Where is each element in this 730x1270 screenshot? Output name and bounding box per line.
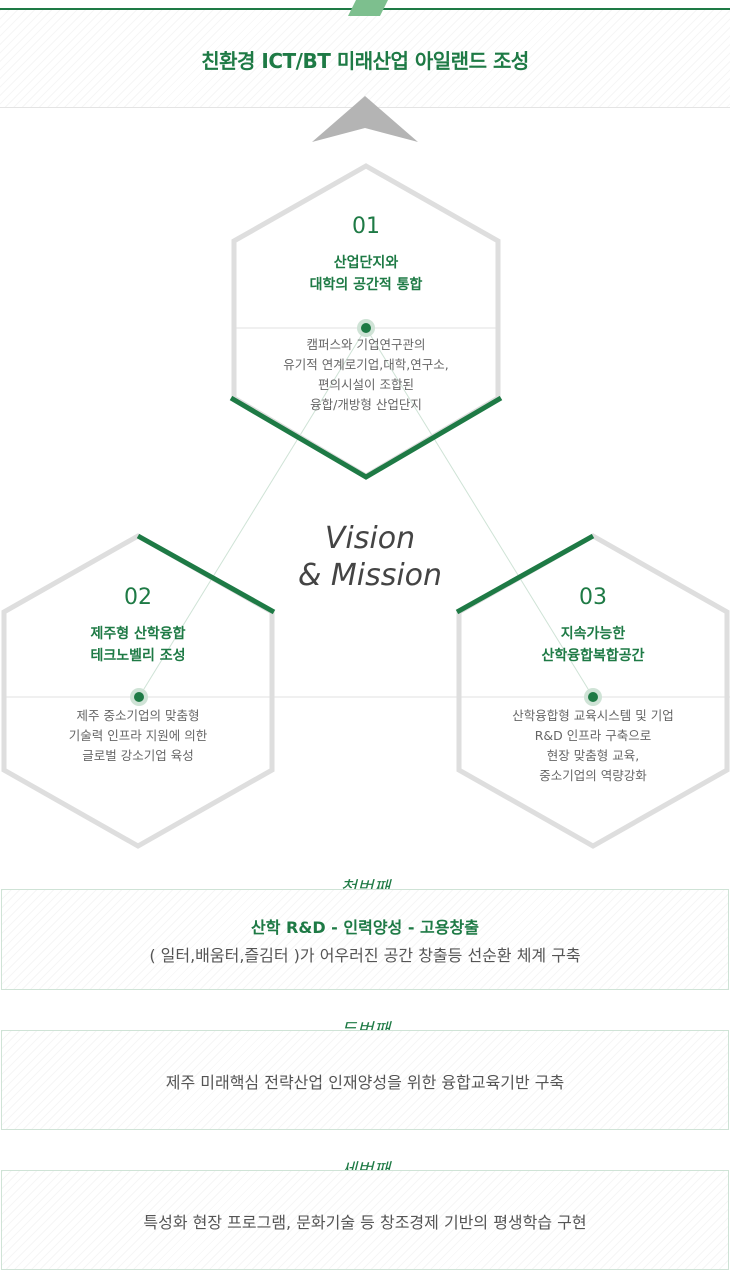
hex-number: 03 [579,585,607,610]
step-2-desc: 제주 미래핵심 전략산업 인재양성을 위한 융합교육기반 구축 [165,1073,565,1092]
hex-desc-line: 중소기업의 역량강화 [539,768,647,783]
hex-title-line: 지속가능한 [560,626,626,642]
up-arrow-icon [312,96,418,142]
step-1-box: 산학 R&D - 인력양성 - 고용창출 ( 일터,배움터,즐김터 )가 어우러… [1,889,729,990]
hex-title: 산업단지와 대학의 공간적 통합 [236,252,496,296]
hex-title-line: 산업단지와 [333,255,399,271]
hex-title: 지속가능한 산학융합복합공간 [463,623,723,667]
node-dot-icon [130,688,148,706]
hex-title-line: 테크노벨리 조성 [90,648,186,664]
hex-desc-line: 편의시설이 조합된 [318,377,414,392]
hexagon-02: 02 제주형 산학융합 테크노벨리 조성 제주 중소기업의 맞춤형 기술력 인프… [8,585,268,766]
vision-mission-label: Vision & Mission [270,520,470,594]
hexagon-01-accent [229,395,503,480]
connector-line [365,327,594,698]
node-dot-icon [584,688,602,706]
hex-desc-line: 산학융합형 교육시스템 및 기업 [512,708,674,723]
hex-desc-line: 글로벌 강소기업 육성 [82,748,194,763]
hex-title: 제주형 산학융합 테크노벨리 조성 [8,623,268,667]
hex-desc-line: 유기적 연계로기업,대학,연구소, [283,357,449,372]
hex-desc-line: 제주 중소기업의 맞춤형 [76,708,200,723]
step-2-box: 제주 미래핵심 전략산업 인재양성을 위한 융합교육기반 구축 [1,1030,729,1130]
hex-title-line: 제주형 산학융합 [90,626,186,642]
header-banner [0,8,730,108]
hex-desc-line: 현장 맞춤형 교육, [546,748,640,763]
node-dot-icon [357,319,375,337]
hex-title-line: 대학의 공간적 통합 [309,277,423,293]
hex-number: 02 [124,585,152,610]
hex-description: 산학융합형 교육시스템 및 기업 R&D 인프라 구축으로 현장 맞춤형 교육,… [463,706,723,786]
hexagon-01: 01 산업단지와 대학의 공간적 통합 캠퍼스와 기업연구관의 유기적 연계로기… [236,214,496,415]
hex-title-line: 산학융합복합공간 [541,648,645,664]
step-3-desc: 특성화 현장 프로그램, 문화기술 등 창조경제 기반의 평생학습 구현 [143,1213,587,1232]
hex-desc-line: 캠퍼스와 기업연구관의 [306,337,426,352]
top-accent-tab [348,0,388,16]
hex-description: 캠퍼스와 기업연구관의 유기적 연계로기업,대학,연구소, 편의시설이 조합된 … [236,335,496,415]
hex-number: 01 [352,214,380,239]
step-1-desc: ( 일터,배움터,즐김터 )가 어우러진 공간 창출등 선순환 체계 구축 [149,946,581,965]
vision-diagram [1,96,730,849]
page-title: 친환경 ICT/BT 미래산업 아일랜드 조성 [201,49,529,73]
hex-desc-line: 융합/개방형 산업단지 [310,397,422,412]
hex-desc-line: 기술력 인프라 지원에 의한 [68,728,208,743]
connector-line [138,327,367,698]
hexagon-03-accent [455,533,595,615]
hex-desc-line: R&D 인프라 구축으로 [534,728,652,743]
step-1-title: 산학 R&D - 인력양성 - 고용창출 [251,918,479,937]
step-3-box: 특성화 현장 프로그램, 문화기술 등 창조경제 기반의 평생학습 구현 [1,1170,729,1270]
mission-text: & Mission [297,558,443,593]
hexagon-02-accent [136,533,276,615]
hexagon-03: 03 지속가능한 산학융합복합공간 산학융합형 교육시스템 및 기업 R&D 인… [463,585,723,786]
vision-text: Vision [324,521,416,556]
hex-description: 제주 중소기업의 맞춤형 기술력 인프라 지원에 의한 글로벌 강소기업 육성 [8,706,268,766]
